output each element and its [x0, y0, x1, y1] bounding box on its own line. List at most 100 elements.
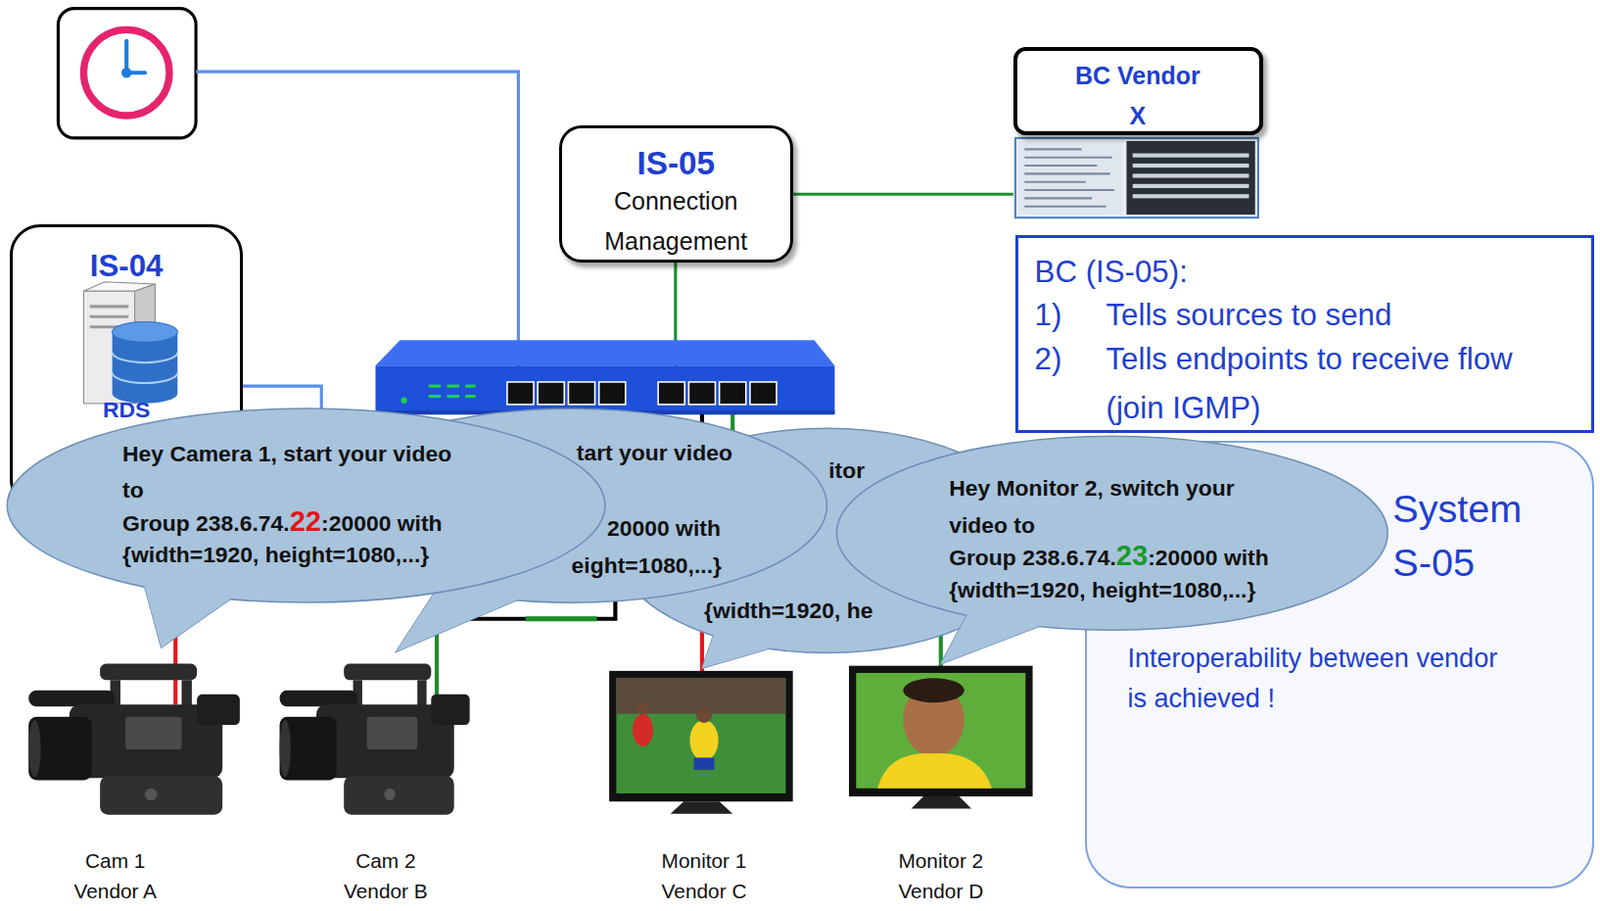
speech-bubble: Hey Camera 1, start your video toGroup 2… [0, 406, 612, 652]
network-switch [567, 381, 595, 405]
network-switch [375, 339, 835, 366]
network-switch [375, 339, 835, 415]
network-wire [195, 71, 518, 386]
device-caption: Vendor B [283, 878, 488, 903]
monitor-illustration [609, 670, 794, 814]
network-switch [750, 381, 777, 405]
bubble-text: {width=1920, height=1080,...} [948, 576, 1256, 603]
clock-icon [57, 8, 196, 139]
network-switch [599, 381, 626, 405]
text-row: S-05 [1392, 539, 1475, 595]
bubble-tail [941, 610, 1043, 663]
bubble-text: tart your video [576, 439, 733, 466]
monitor-illustration [689, 719, 718, 761]
text-row: Tells sources to send [1105, 293, 1392, 343]
controller-screenshot [1024, 156, 1113, 159]
camera-illustration [99, 775, 223, 815]
bubble-body [316, 408, 827, 603]
panel-note: Interoperability between vendor is achie… [1127, 642, 1498, 712]
network-switch [507, 381, 777, 405]
server-icon [112, 373, 179, 383]
text-row: {width=1920, height=1080,...} [122, 537, 429, 574]
controller-screenshot [1132, 153, 1250, 199]
server-icon [90, 304, 130, 308]
text-row: Group 238.6.74.23:20000 with [948, 538, 1270, 577]
monitor-illustration [609, 670, 794, 801]
text-row: BC (IS-05): [1035, 250, 1188, 300]
text-row: 20000 with [607, 515, 721, 544]
monitor-illustration [636, 702, 650, 715]
controller-screenshot [1024, 147, 1082, 150]
server-label: RDS [102, 396, 150, 423]
bubble-text: Group 238.6.74. [948, 544, 1117, 570]
camera-illustration [280, 663, 471, 815]
bubble-text: :20000 with [1147, 544, 1270, 570]
list-item: Tells sources to send [1105, 297, 1392, 332]
text-row: Group 238.6.74.22:20000 with [122, 504, 443, 543]
server-icon [90, 315, 130, 319]
camera-illustration [343, 775, 455, 815]
text-row: {width=1920, height=1080,...} [948, 572, 1256, 610]
bubble-text: itor [828, 457, 865, 483]
controller-screenshot [1015, 138, 1259, 218]
note-heading: BC (IS-05): [1035, 254, 1188, 289]
controller-title: BC Vendor X [1075, 61, 1201, 130]
monitor-illustration [696, 705, 713, 723]
process-box: IS-05Connection Management [559, 125, 794, 263]
controller-screenshot [1132, 153, 1250, 158]
monitor-illustration [694, 756, 715, 770]
bubble-text: Group 238.6.74. [122, 510, 290, 536]
clock-icon [57, 8, 196, 139]
text-row: 1) [1035, 293, 1063, 343]
camera-illustration [367, 716, 419, 750]
device-caption: Cam 2 [283, 847, 488, 873]
note-box: BC (IS-05):1)Tells sources to send2)Tell… [1015, 235, 1595, 433]
controller-screenshot [1132, 193, 1250, 198]
controller-screenshot [1024, 205, 1106, 208]
list-number: 1) [1035, 297, 1063, 332]
group-number: 22 [289, 505, 322, 537]
network-switch [375, 365, 835, 414]
controller-screenshot [1018, 141, 1123, 215]
camera-illustration [28, 719, 42, 777]
device-caption: Monitor 2 [839, 847, 1043, 873]
standard-title: IS-05 [636, 144, 715, 182]
group-number: 23 [1116, 539, 1148, 571]
controller-screenshot [1132, 184, 1250, 189]
network-switch [507, 381, 534, 405]
panel-title: System [1392, 486, 1522, 530]
controller-screenshot [1024, 148, 1115, 206]
text-row: tart your video [576, 439, 733, 469]
device-caption: Monitor 1 [602, 847, 806, 873]
monitor-illustration [632, 713, 654, 747]
bubble-tail [395, 584, 522, 652]
list-number: 2) [1035, 341, 1063, 377]
camera-illustration [280, 719, 291, 777]
text-row: Hey Camera 1, start your video to [122, 436, 465, 511]
bubble-text: Hey Camera 1, start your video to [122, 440, 452, 503]
server-icon [112, 352, 179, 363]
camera-illustration [125, 716, 182, 750]
bubble-text: {width=1920, height=1080,...} [122, 541, 429, 567]
device-caption: Vendor C [602, 878, 806, 903]
controller-screenshot [1024, 196, 1092, 199]
network-switch [401, 397, 408, 404]
camera-illustration [280, 690, 359, 707]
network-switch [446, 384, 460, 388]
camera-illustration [196, 694, 240, 725]
device-caption: Vendor A [13, 878, 218, 903]
monitor-illustration [670, 800, 734, 814]
network-switch [465, 384, 475, 388]
text-row: Connection Management [574, 183, 778, 263]
monitor-illustration [877, 752, 992, 789]
controller-screenshot [1024, 188, 1115, 191]
camera-illustration [28, 716, 93, 781]
controller-screenshot [1126, 141, 1255, 215]
text-row: eight=1080,...} [571, 552, 722, 581]
text-row: BC Vendor X [1071, 57, 1204, 138]
camera-illustration [383, 788, 395, 801]
controller-screenshot [1015, 138, 1259, 218]
monitor-illustration [855, 672, 1026, 789]
network-switch [688, 381, 715, 405]
camera-illustration [181, 679, 191, 706]
